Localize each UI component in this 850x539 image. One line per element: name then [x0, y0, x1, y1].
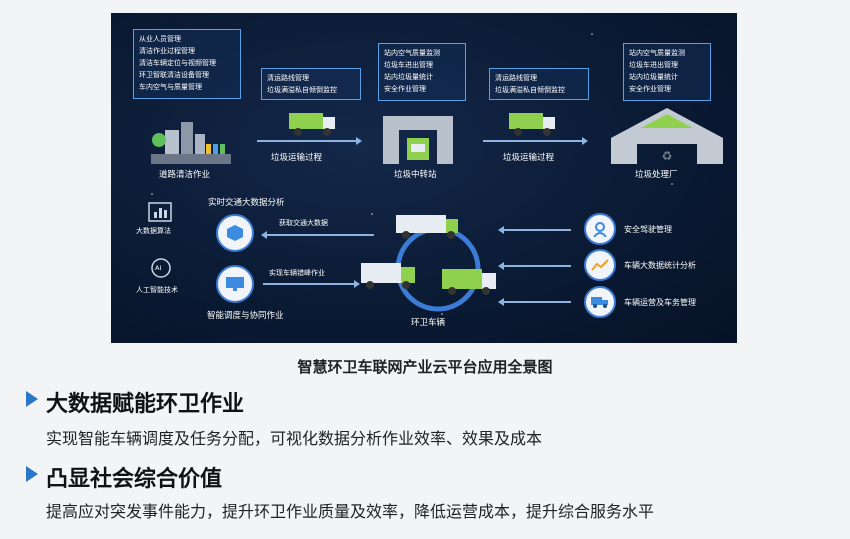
chart-icon	[148, 202, 172, 222]
flow-arrow	[261, 231, 374, 239]
stats-icon	[584, 249, 616, 281]
star	[591, 33, 593, 35]
truck-icon	[584, 286, 616, 318]
flow-arrow	[498, 262, 571, 270]
box-item: 站内空气质量监测	[629, 49, 685, 57]
transport1-label: 垃圾运输过程	[271, 153, 323, 163]
vehicle-ops-label: 车辆运营及车务管理	[624, 298, 696, 307]
realtime-label: 实时交通大数据分析	[208, 198, 285, 208]
cube-icon	[216, 214, 254, 252]
box-item: 清洁作业过程管理	[139, 47, 195, 55]
flow-arrow	[483, 137, 588, 145]
ai-tech-label: 人工智能技术	[136, 286, 178, 294]
garbage-truck-icon	[509, 113, 555, 136]
dispatch-label: 实现车辆错峰作业	[269, 269, 325, 277]
safe-drive-icon	[584, 213, 616, 245]
section2-title: 凸显社会综合价值	[46, 467, 223, 492]
bullet-triangle-icon	[26, 466, 38, 482]
flow-arrow	[263, 280, 360, 288]
box-item: 垃圾满溢私自倾倒监控	[495, 86, 565, 94]
box-item: 从业人员管理	[139, 35, 181, 43]
transfer-station-illustration	[383, 116, 453, 164]
star	[441, 313, 443, 315]
monitor-icon	[216, 265, 254, 303]
star	[151, 193, 153, 195]
box-item: 车内空气与质量管理	[139, 83, 202, 91]
transport2-label: 垃圾运输过程	[503, 153, 555, 163]
station-functions-box: 站内空气质量监测 垃圾车进出管理 站内垃圾量统计 安全作业管理	[378, 43, 466, 101]
transport2-functions-box: 清运路线管理 垃圾满溢私自倾倒监控	[489, 68, 589, 100]
treatment-plant-illustration: ♻	[611, 108, 723, 164]
flow-arrow	[498, 298, 571, 306]
ai-head-icon	[151, 258, 171, 278]
box-item: 清洁车辆定位与视频管理	[139, 59, 216, 67]
flow-arrow	[257, 137, 362, 145]
road-cleaning-illustration	[151, 122, 231, 164]
bullet-triangle-icon	[26, 391, 38, 407]
transfer-station-label: 垃圾中转站	[394, 170, 437, 180]
garbage-truck-icon	[289, 113, 335, 136]
safe-drive-label: 安全驾驶管理	[624, 225, 672, 234]
plant-label: 垃圾处理厂	[635, 170, 678, 180]
ai-glyph: AI	[155, 264, 162, 272]
star	[671, 183, 673, 185]
box-item: 安全作业管理	[384, 85, 426, 93]
bigdata-algo-label: 大数据算法	[136, 227, 171, 235]
box-item: 站内垃圾量统计	[384, 73, 433, 81]
box-item: 垃圾车进出管理	[629, 61, 678, 69]
smart-dispatch-label: 智能调度与协同作业	[207, 311, 284, 321]
box-item: 垃圾满溢私自倾倒监控	[267, 86, 337, 94]
diagram-panel: 从业人员管理 清洁作业过程管理 清洁车辆定位与视频管理 环卫智联清洁设备管理 车…	[111, 13, 737, 343]
vehicle-cycle-illustration	[361, 215, 496, 312]
box-item: 安全作业管理	[629, 85, 671, 93]
box-item: 垃圾车进出管理	[384, 61, 433, 69]
section1-text: 实现智能车辆调度及任务分配，可视化数据分析作业效率、效果及成本	[46, 429, 543, 448]
plant-functions-box: 站内空气质量监测 垃圾车进出管理 站内垃圾量统计 安全作业管理	[623, 43, 711, 101]
transport1-functions-box: 清运路线管理 垃圾满溢私自倾倒监控	[261, 68, 361, 100]
box-item: 清运路线管理	[495, 74, 537, 82]
section2-text: 提高应对突发事件能力，提升环卫作业质量及效率，降低运营成本，提升综合服务水平	[46, 502, 655, 521]
section1-title: 大数据赋能环卫作业	[46, 392, 245, 417]
box-item: 站内空气质量监测	[384, 49, 440, 57]
box-item: 清运路线管理	[267, 74, 309, 82]
road-cleaning-functions-box: 从业人员管理 清洁作业过程管理 清洁车辆定位与视频管理 环卫智联清洁设备管理 车…	[133, 29, 241, 99]
flow-arrow	[498, 226, 571, 234]
road-cleaning-label: 道路清洁作业	[159, 170, 211, 180]
svg-text:♻: ♻	[662, 149, 673, 163]
diagram-caption: 智慧环卫车联网产业云平台应用全景图	[297, 358, 553, 376]
vehicle-stats-label: 车辆大数据统计分析	[624, 261, 696, 270]
get-data-label: 获取交通大数据	[279, 219, 328, 227]
box-item: 站内垃圾量统计	[629, 73, 678, 81]
box-item: 环卫智联清洁设备管理	[139, 71, 209, 79]
star	[371, 213, 373, 215]
vehicle-label: 环卫车辆	[411, 318, 446, 328]
